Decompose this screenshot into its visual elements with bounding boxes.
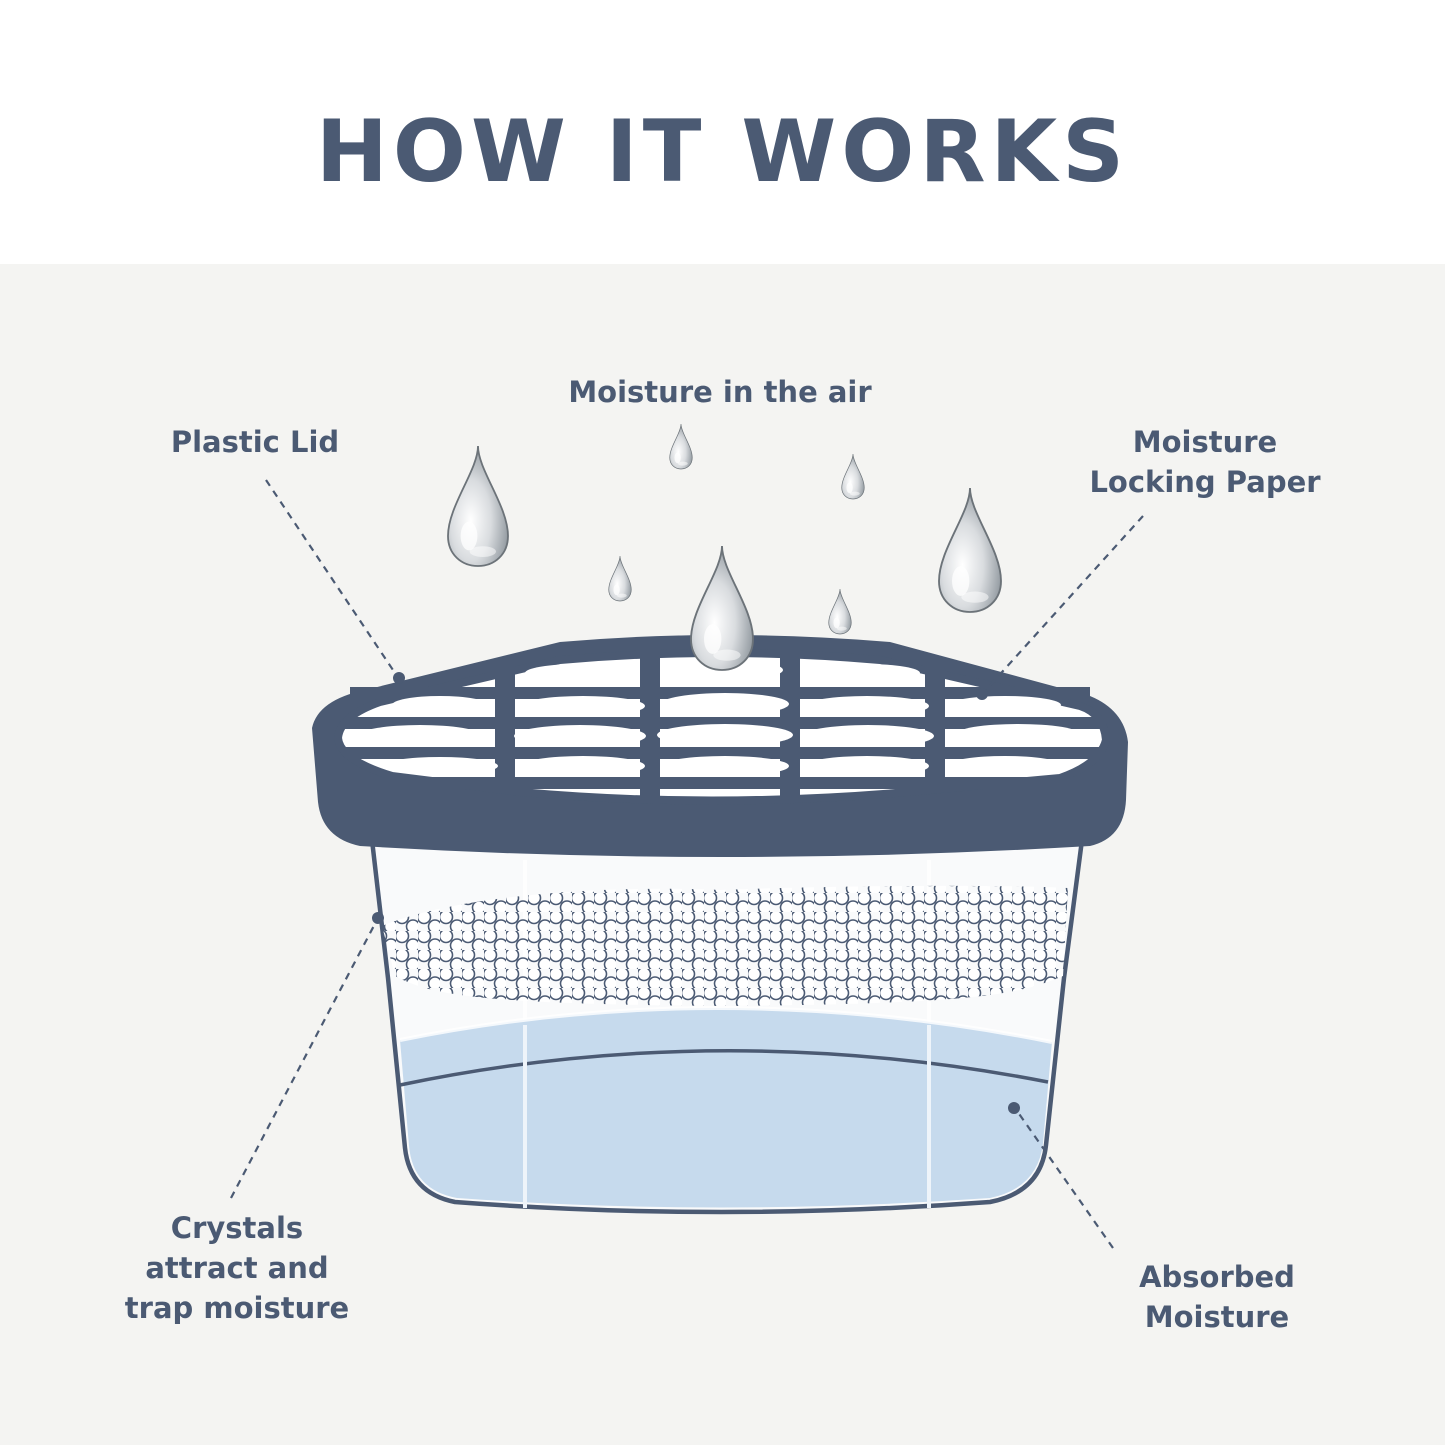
header: HOW IT WORKS [0,0,1445,264]
label-crystals: Crystals attract and trap moisture [124,1211,350,1325]
label-absorbed-moisture: Absorbed Moisture [1139,1260,1295,1334]
drop-icon [608,555,632,602]
drop-icon [938,487,1002,613]
label-moisture-locking-paper: Moisture Locking Paper [1089,425,1321,499]
leader-lines [230,479,1144,1249]
drop-icon [828,588,852,635]
plastic-lid-leader [265,479,398,677]
crystal-beads [382,885,1068,1006]
crystals-leader [230,917,379,1199]
page-title: HOW IT WORKS [315,102,1130,202]
label-plastic-lid: Plastic Lid [170,425,340,459]
locking-paper-leader [983,515,1144,693]
absorbed-leader [1014,1107,1114,1249]
moisture-drops [447,423,1002,671]
plastic-lid [312,635,1128,857]
absorbed-water [399,1006,1053,1208]
drop-icon [669,423,693,470]
drop-icon [447,445,509,567]
label-moisture-air: Moisture in the air [568,375,872,409]
leader-dots [372,672,1020,1114]
drop-icon [841,453,865,500]
drop-icon [690,545,754,671]
